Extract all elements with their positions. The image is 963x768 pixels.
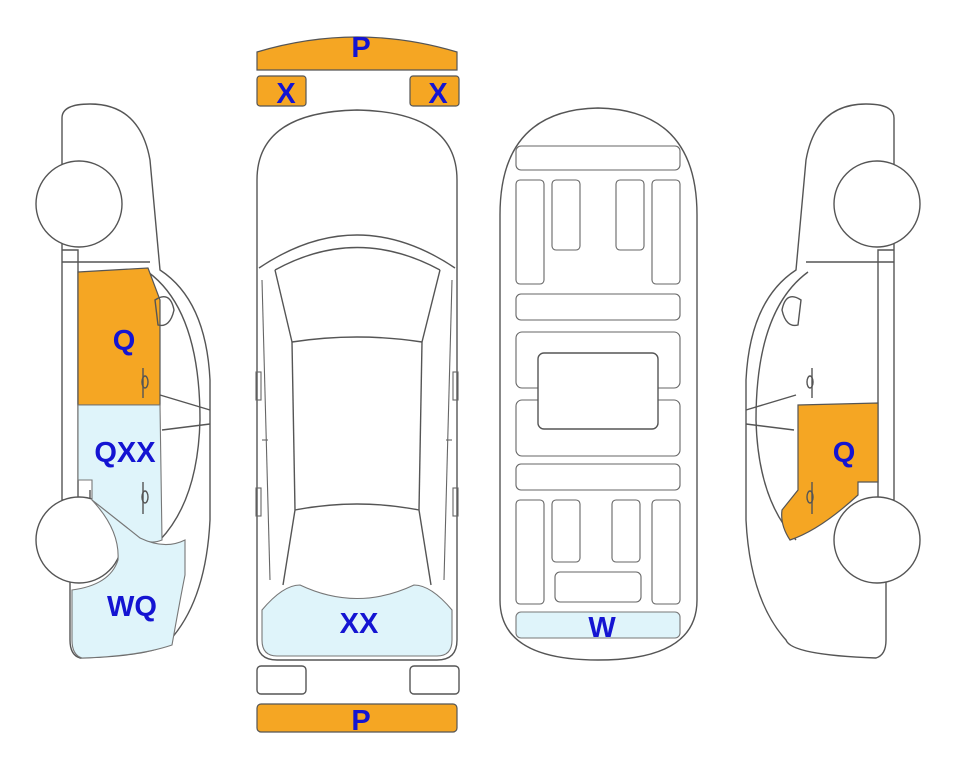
top-rear-panel[interactable]: [261, 584, 453, 657]
left-rear-quarter-panel[interactable]: [71, 499, 186, 659]
headlight-right-panel[interactable]: [409, 75, 460, 107]
right-rear-wheel: [833, 496, 921, 584]
headlight-left-code: X: [276, 78, 296, 110]
top-rear-panel-code: XX: [340, 608, 379, 640]
left-front-door-code: Q: [113, 325, 136, 357]
rear-bumper-panel[interactable]: [256, 703, 458, 733]
left-front-door-panel[interactable]: [77, 267, 161, 406]
left-rear-door-code: QXX: [94, 437, 156, 469]
right-front-wheel: [833, 160, 921, 248]
right-rear-door-code: Q: [833, 437, 856, 469]
left-rear-quarter-code: WQ: [107, 591, 157, 623]
right-rear-door-panel[interactable]: [781, 402, 879, 541]
front-bumper-panel[interactable]: [256, 36, 458, 71]
rear-bumper-code: P: [351, 705, 370, 737]
underbody-rear-panel[interactable]: [515, 611, 681, 639]
front-bumper-code: P: [351, 32, 370, 64]
left-front-wheel: [35, 160, 123, 248]
underbody-view: [499, 107, 698, 661]
underbody-rear-code: W: [588, 612, 616, 644]
taillight-right[interactable]: [409, 665, 460, 695]
left-door-handles: [141, 296, 175, 514]
taillight-left[interactable]: [256, 665, 307, 695]
right-door-handles: [781, 296, 814, 514]
headlight-left-panel[interactable]: [256, 75, 307, 107]
top-view-car: [255, 109, 459, 661]
headlight-right-code: X: [428, 78, 448, 110]
